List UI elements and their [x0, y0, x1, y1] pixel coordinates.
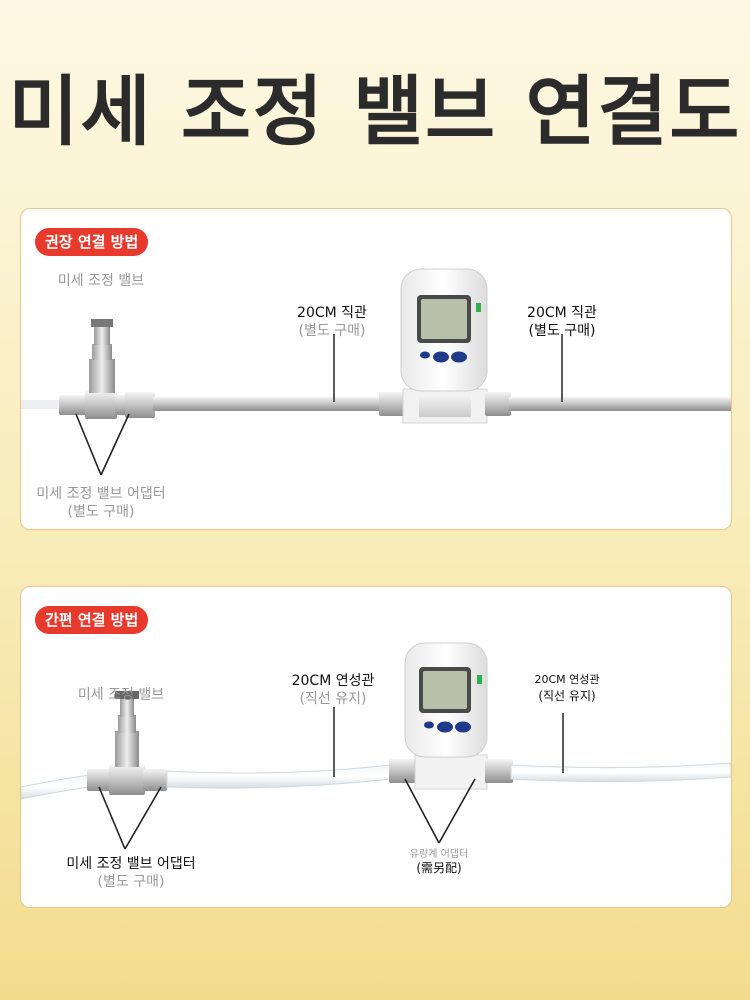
right-hose-sub: (직선 유지)	[538, 689, 596, 703]
adapter-sub: (별도 구매)	[97, 874, 165, 890]
leader-line-adapter-a	[75, 413, 102, 476]
meter-adapter-sub: (需另配)	[416, 861, 462, 875]
simple-connection-diagram	[21, 642, 731, 850]
soft-hose-left	[21, 774, 90, 800]
flow-meter	[400, 268, 488, 392]
leader-line-adapter-a	[98, 786, 126, 850]
meter-right-nut	[485, 759, 513, 783]
soft-hose-middle	[166, 764, 392, 789]
adapter-label: 미세 조정 밸브 어댑터	[66, 856, 196, 872]
page-title: 미세 조정 밸브 연결도	[8, 67, 742, 156]
left-hose-label: 20CM 연성관	[291, 673, 375, 689]
left-pipe-label: 20CM 직관	[297, 305, 367, 321]
right-hose-label: 20CM 연성관	[534, 673, 600, 686]
recommended-method-badge: 권장 연결 방법	[35, 228, 149, 256]
fine-adjust-valve	[89, 319, 115, 393]
left-hose-sub: (직선 유지)	[299, 691, 367, 707]
valve-label: 미세 조정 밸브	[57, 273, 145, 289]
adapter-sub: (별도 구매)	[67, 504, 135, 520]
soft-hose-right	[510, 762, 731, 783]
adapter-label: 미세 조정 밸브 어댑터	[36, 486, 166, 502]
straight-pipe-right	[509, 397, 731, 411]
simple-method-badge: 간편 연결 방법	[35, 606, 149, 634]
fine-adjust-valve	[115, 691, 139, 767]
leader-line-meter-adapter-a	[404, 778, 440, 844]
valve-adapter-fitting	[59, 391, 155, 419]
right-pipe-sub: (별도 구매)	[528, 323, 596, 339]
leader-line-meter-adapter-b	[438, 778, 476, 844]
meter-right-nut	[485, 392, 511, 416]
straight-pipe-left	[153, 397, 383, 411]
inlet-hose	[21, 400, 61, 409]
meter-left-nut	[379, 392, 405, 416]
leader-line-adapter-b	[124, 786, 162, 850]
valve-adapter-fitting	[87, 765, 167, 795]
meter-adapter-label: 유량계 어댑터	[409, 849, 469, 860]
recommended-connection-diagram	[21, 268, 731, 476]
recommended-connection-panel: 권장 연결 방법 미세 조정 밸브 20CM 직관 (별도 구매) 20CM 직…	[20, 208, 732, 530]
meter-connector	[414, 754, 488, 790]
left-pipe-sub: (별도 구매)	[298, 323, 366, 339]
leader-line-adapter-b	[100, 413, 130, 476]
meter-left-nut	[389, 759, 417, 783]
valve-label: 미세 조정 밸브	[77, 687, 165, 703]
simple-connection-panel: 간편 연결 방법 미세 조정 밸브 20CM 연성관 (직선 유지) 20CM …	[20, 586, 732, 908]
right-pipe-label: 20CM 직관	[527, 305, 597, 321]
flow-meter	[404, 642, 488, 758]
